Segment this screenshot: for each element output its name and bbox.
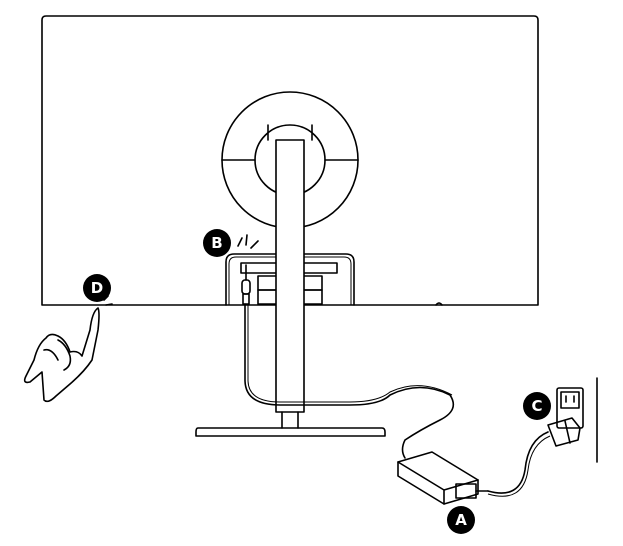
ac-cable	[487, 431, 549, 494]
monitor-back	[41, 15, 539, 306]
hand-pressing-button	[23, 307, 100, 403]
wall-outlet	[547, 377, 598, 463]
power-adapter	[397, 451, 489, 505]
press-indicator-lines	[103, 234, 259, 306]
label-badge-b: B	[203, 229, 231, 257]
label-c: C	[531, 397, 542, 415]
dc-cable	[244, 303, 455, 459]
label-badge-a: A	[447, 506, 475, 534]
stand	[195, 139, 386, 437]
label-badge-c: C	[523, 392, 551, 420]
power-connector	[241, 264, 251, 305]
label-a: A	[455, 511, 467, 529]
label-badge-d: D	[83, 274, 111, 302]
label-d: D	[91, 279, 103, 297]
label-b: B	[211, 234, 222, 252]
